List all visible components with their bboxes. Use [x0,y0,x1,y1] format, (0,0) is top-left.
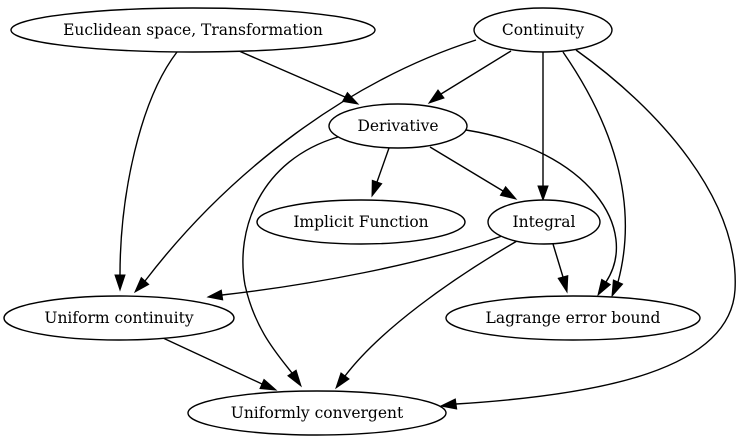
node-derivative[interactable]: Derivative [328,103,468,149]
node-label: Uniformly convergent [231,404,404,422]
edge-line [144,39,477,282]
arrowhead [133,276,150,294]
node-label: Implicit Function [293,213,428,231]
arrowhead [557,275,569,294]
node-lagrange[interactable]: Lagrange error bound [445,295,701,341]
edge-line [455,49,736,405]
edge-line [562,51,626,283]
edge-line [465,129,617,283]
node-ellipse [3,295,235,341]
node-label: Derivative [357,117,438,135]
edge-line [552,243,564,278]
node-implicit[interactable]: Implicit Function [256,199,466,245]
node-ellipse [256,199,466,245]
node-ellipse [473,7,613,53]
edge-euclid-to-derivative [238,50,360,105]
node-label: Uniform continuity [44,309,193,327]
arrowhead [335,372,350,390]
node-integral[interactable]: Integral [487,199,601,245]
edge-line [344,240,518,377]
node-ellipse [487,199,601,245]
edge-integral-to-uniformcont [206,235,503,301]
edge-uniformcont-to-uniformconv [162,337,278,391]
node-ellipse [445,295,701,341]
edge-line [238,50,346,98]
node-label: Lagrange error bound [486,309,661,327]
nodes-layer: Euclidean space, Transformation Continuit… [3,7,701,436]
edge-derivative-to-implicit [371,147,390,198]
node-continuity[interactable]: Continuity [473,7,613,53]
arrowhead [427,89,445,104]
edge-line [440,50,512,95]
arrowhead [611,279,624,298]
arrowhead [371,179,383,198]
edge-continuity-to-uniformcont [133,39,477,294]
edge-continuity-to-lagrange [562,51,626,298]
node-label: Continuity [502,21,585,39]
edge-line [376,147,390,183]
edge-euclid-to-uniformcont [114,51,178,292]
edge-line [242,136,339,374]
arrowhead [341,91,360,105]
edge-continuity-to-derivative [427,50,512,104]
edge-integral-to-lagrange [552,243,569,294]
arrowhead [439,398,458,410]
arrowhead [206,289,224,301]
arrowhead [114,274,126,292]
node-ellipse [10,7,376,53]
edge-derivative-to-integral [429,146,518,200]
node-ellipse [187,390,447,436]
arrowhead [287,369,302,388]
edge-integral-to-uniformconv [335,240,518,390]
node-ellipse [328,103,468,149]
node-uniformconv[interactable]: Uniformly convergent [187,390,447,436]
arrowhead [499,185,518,200]
edge-line [119,51,178,276]
edge-line [221,235,503,296]
edge-line [162,337,263,385]
arrowhead [597,278,612,297]
edges-layer [114,39,736,410]
arrowhead [259,378,278,391]
edge-derivative-to-lagrange [465,129,617,297]
edge-continuity-to-integral [537,52,549,202]
edge-line [429,146,504,192]
edge-derivative-to-uniformconv [242,136,339,388]
edge-continuity-to-uniformconv [439,49,736,410]
arrowhead [537,185,549,202]
node-label: Euclidean space, Transformation [63,21,323,39]
node-uniformcont[interactable]: Uniform continuity [3,295,235,341]
node-euclid[interactable]: Euclidean space, Transformation [10,7,376,53]
node-label: Integral [512,213,575,231]
